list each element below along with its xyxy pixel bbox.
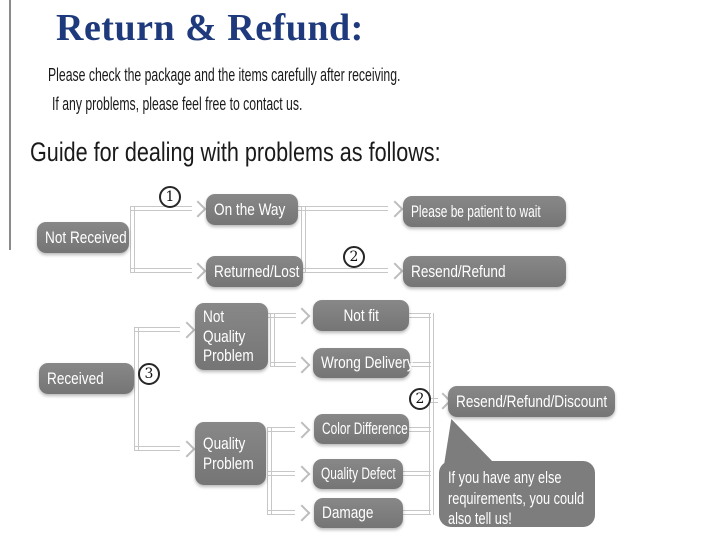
connector-line: [267, 471, 295, 476]
arrow-right-icon: [293, 421, 311, 439]
step-1-badge: 1: [159, 186, 181, 208]
connector-line: [409, 313, 431, 318]
connector-line: [130, 268, 192, 273]
node-not-quality-problem: Not Quality Problem: [195, 303, 268, 370]
step-2b-badge: 2: [409, 388, 431, 410]
connector-line: [403, 471, 431, 476]
speech-bubble: If you have any else requirements, you c…: [439, 461, 595, 528]
connector-line: [298, 206, 388, 211]
connector-line: [429, 313, 434, 515]
connector-line: [301, 206, 306, 273]
connector-line: [403, 510, 431, 515]
node-resend-refund: Resend/Refund: [403, 256, 566, 287]
step-2-badge: 2: [343, 246, 365, 268]
node-please-be-patient: Please be patient to wait: [403, 196, 566, 227]
arrow-right-icon: [189, 200, 207, 218]
node-not-received: Not Received: [37, 222, 129, 253]
node-resend-refund-discount: Resend/Refund/Discount: [448, 386, 615, 417]
page-edge-line: [9, 0, 11, 250]
intro-line-1: Please check the package and the items c…: [48, 65, 401, 85]
connector-line: [409, 427, 431, 432]
node-quality-defect: Quality Defect: [313, 459, 403, 489]
guide-heading: Guide for dealing with problems as follo…: [30, 137, 441, 167]
connector-line: [303, 268, 388, 273]
connector-line: [430, 398, 438, 403]
arrow-right-icon: [178, 321, 196, 339]
connector-line: [134, 327, 180, 332]
connector-line: [130, 206, 192, 211]
connector-line: [267, 427, 295, 432]
arrow-right-icon: [189, 262, 207, 280]
connector-line: [268, 313, 296, 318]
arrow-right-icon: [386, 262, 404, 280]
arrow-right-icon: [293, 504, 311, 522]
node-returned-lost: Returned/Lost: [206, 256, 303, 287]
page-title: Return & Refund:: [56, 7, 364, 49]
connector-line: [270, 313, 275, 367]
connector-line: [270, 362, 296, 367]
node-wrong-delivery: Wrong Delivery: [313, 348, 414, 378]
node-on-the-way: On the Way: [206, 194, 298, 225]
node-color-difference: Color Difference: [314, 414, 409, 444]
node-quality-problem: Quality Problem: [195, 422, 266, 485]
arrow-right-icon: [293, 356, 311, 374]
arrow-right-icon: [178, 440, 196, 458]
connector-line: [134, 327, 139, 451]
connector-line: [134, 446, 180, 451]
step-3-badge: 3: [138, 363, 160, 385]
connector-line: [130, 206, 135, 273]
arrow-right-icon: [386, 200, 404, 218]
intro-line-2: If any problems, please feel free to con…: [52, 94, 303, 114]
connector-line: [410, 362, 431, 367]
node-not-fit: Not fit: [313, 300, 409, 331]
arrow-right-icon: [293, 465, 311, 483]
arrow-right-icon: [293, 307, 311, 325]
speech-bubble-tail: [444, 419, 496, 465]
connector-line: [267, 510, 295, 515]
node-damage: Damage: [314, 498, 403, 528]
node-received: Received: [39, 363, 134, 394]
